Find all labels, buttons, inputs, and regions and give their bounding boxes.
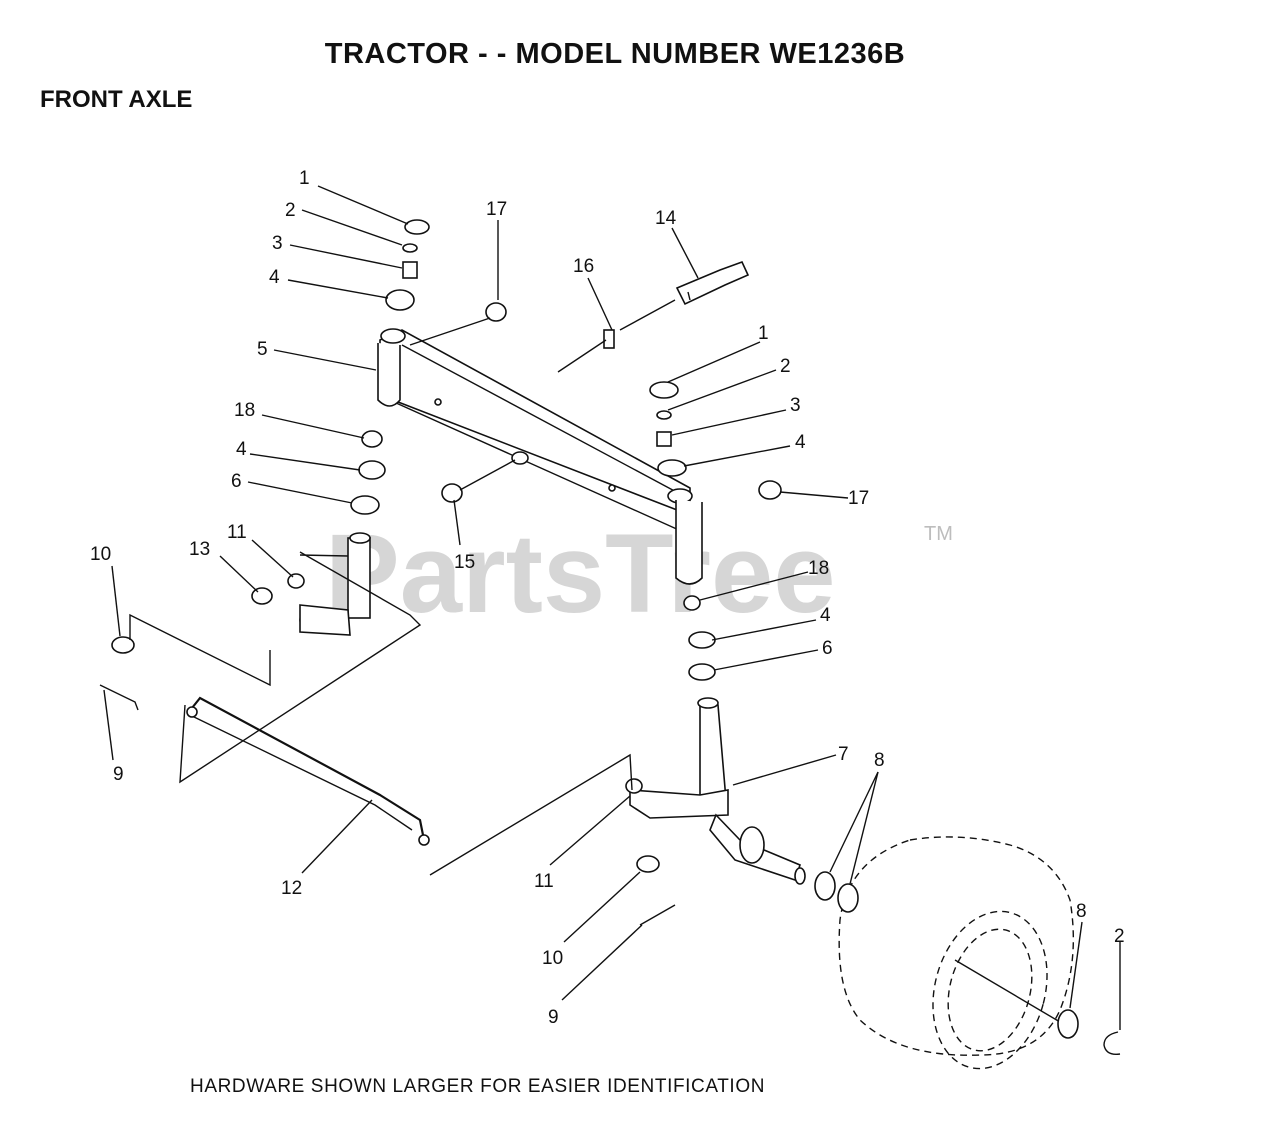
drag-link xyxy=(186,696,430,846)
leader-lines xyxy=(103,185,1121,1030)
callout-2-wheel: 2 xyxy=(1114,926,1125,947)
callout-13: 13 xyxy=(189,539,210,560)
callout-4-right: 4 xyxy=(795,432,806,453)
page-title: TRACTOR - - MODEL NUMBER WE1236B xyxy=(324,38,906,70)
axle-beam xyxy=(377,328,703,585)
callout-5: 5 xyxy=(257,339,268,360)
callout-17-right: 17 xyxy=(848,488,869,509)
callout-8-wheel: 8 xyxy=(1076,901,1087,922)
callout-6-left: 6 xyxy=(231,471,242,492)
callout-14: 14 xyxy=(655,208,677,229)
callout-4-lower-right: 4 xyxy=(820,605,831,626)
hardware xyxy=(99,219,1121,1055)
callout-11-right: 11 xyxy=(534,871,554,892)
callout-1-top-left: 1 xyxy=(299,168,310,189)
callout-18-left: 18 xyxy=(234,400,255,421)
callout-1-right: 1 xyxy=(758,323,769,344)
callout-3-right: 3 xyxy=(790,395,801,416)
callout-18-right: 18 xyxy=(808,558,829,579)
callout-12: 12 xyxy=(281,878,302,899)
callout-10-left: 10 xyxy=(90,544,111,565)
footer-note: HARDWARE SHOWN LARGER FOR EASIER IDENTIF… xyxy=(190,1076,766,1097)
callout-15: 15 xyxy=(454,552,475,573)
callout-10-right: 10 xyxy=(542,948,563,969)
left-spindle xyxy=(299,532,371,636)
callout-2-top-left: 2 xyxy=(285,200,296,221)
callout-3-top-left: 3 xyxy=(272,233,283,254)
callout-numbers: 1 2 3 4 5 18 4 6 10 13 11 9 12 17 16 14 … xyxy=(90,168,1125,1028)
callout-4-top-left: 4 xyxy=(269,267,280,288)
callout-8-upper: 8 xyxy=(874,750,885,771)
callout-16: 16 xyxy=(573,256,594,277)
assembly-lines xyxy=(129,299,676,876)
watermark: PartsTree xyxy=(325,511,836,636)
callout-9-left: 9 xyxy=(113,764,124,785)
watermark-trademark: TM xyxy=(924,523,953,545)
section-title: FRONT AXLE xyxy=(40,86,193,113)
wheel xyxy=(838,836,1075,1070)
right-spindle xyxy=(629,697,806,885)
callout-7: 7 xyxy=(838,744,849,765)
callout-9-right: 9 xyxy=(548,1007,559,1028)
callout-11-left: 11 xyxy=(227,522,247,543)
callout-4-left: 4 xyxy=(236,439,247,460)
callout-17-top: 17 xyxy=(486,199,507,220)
callout-2-right: 2 xyxy=(780,356,791,377)
callout-6-right: 6 xyxy=(822,638,833,659)
